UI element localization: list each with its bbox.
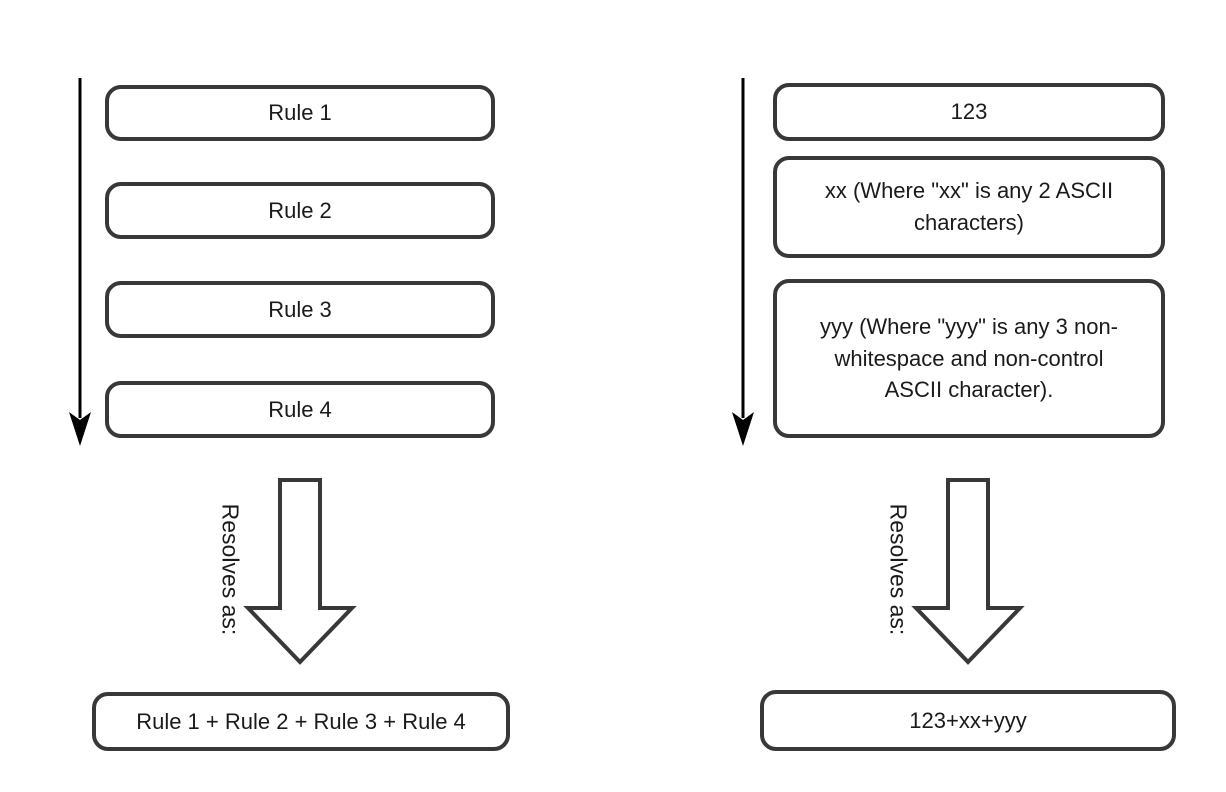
token-box-xx-label: xx (Where "xx" is any 2 ASCII characters… <box>824 178 1114 235</box>
rule-box-3-label: Rule 3 <box>268 296 332 322</box>
sequence-down-arrow-icon <box>727 70 759 448</box>
token-box-yyy-label: yyy (Where "yyy" is any 3 non- whitespac… <box>819 313 1119 403</box>
token-box-123: 123 <box>773 83 1165 141</box>
token-box-yyy: yyy (Where "yyy" is any 3 non- whitespac… <box>773 279 1165 438</box>
rule-box-1-label: Rule 1 <box>268 100 332 126</box>
rule-box-2-label: Rule 2 <box>268 197 332 223</box>
resolves-down-arrow-icon-left <box>240 477 360 667</box>
rule-box-3: Rule 3 <box>105 281 495 338</box>
rule-box-1: Rule 1 <box>105 85 495 141</box>
result-box-left-label: Rule 1 + Rule 2 + Rule 3 + Rule 4 <box>136 708 466 734</box>
resolves-down-arrow-icon-right <box>908 477 1028 667</box>
sequence-down-arrow-icon <box>64 70 96 448</box>
rule-box-4: Rule 4 <box>105 381 495 438</box>
result-box-left: Rule 1 + Rule 2 + Rule 3 + Rule 4 <box>92 692 510 751</box>
rule-box-2: Rule 2 <box>105 182 495 239</box>
result-box-right-label: 123+xx+yyy <box>909 707 1027 733</box>
token-box-xx: xx (Where "xx" is any 2 ASCII characters… <box>773 156 1165 258</box>
token-box-123-label: 123 <box>950 99 988 125</box>
rule-box-4-label: Rule 4 <box>268 396 332 422</box>
result-box-right: 123+xx+yyy <box>760 690 1176 751</box>
